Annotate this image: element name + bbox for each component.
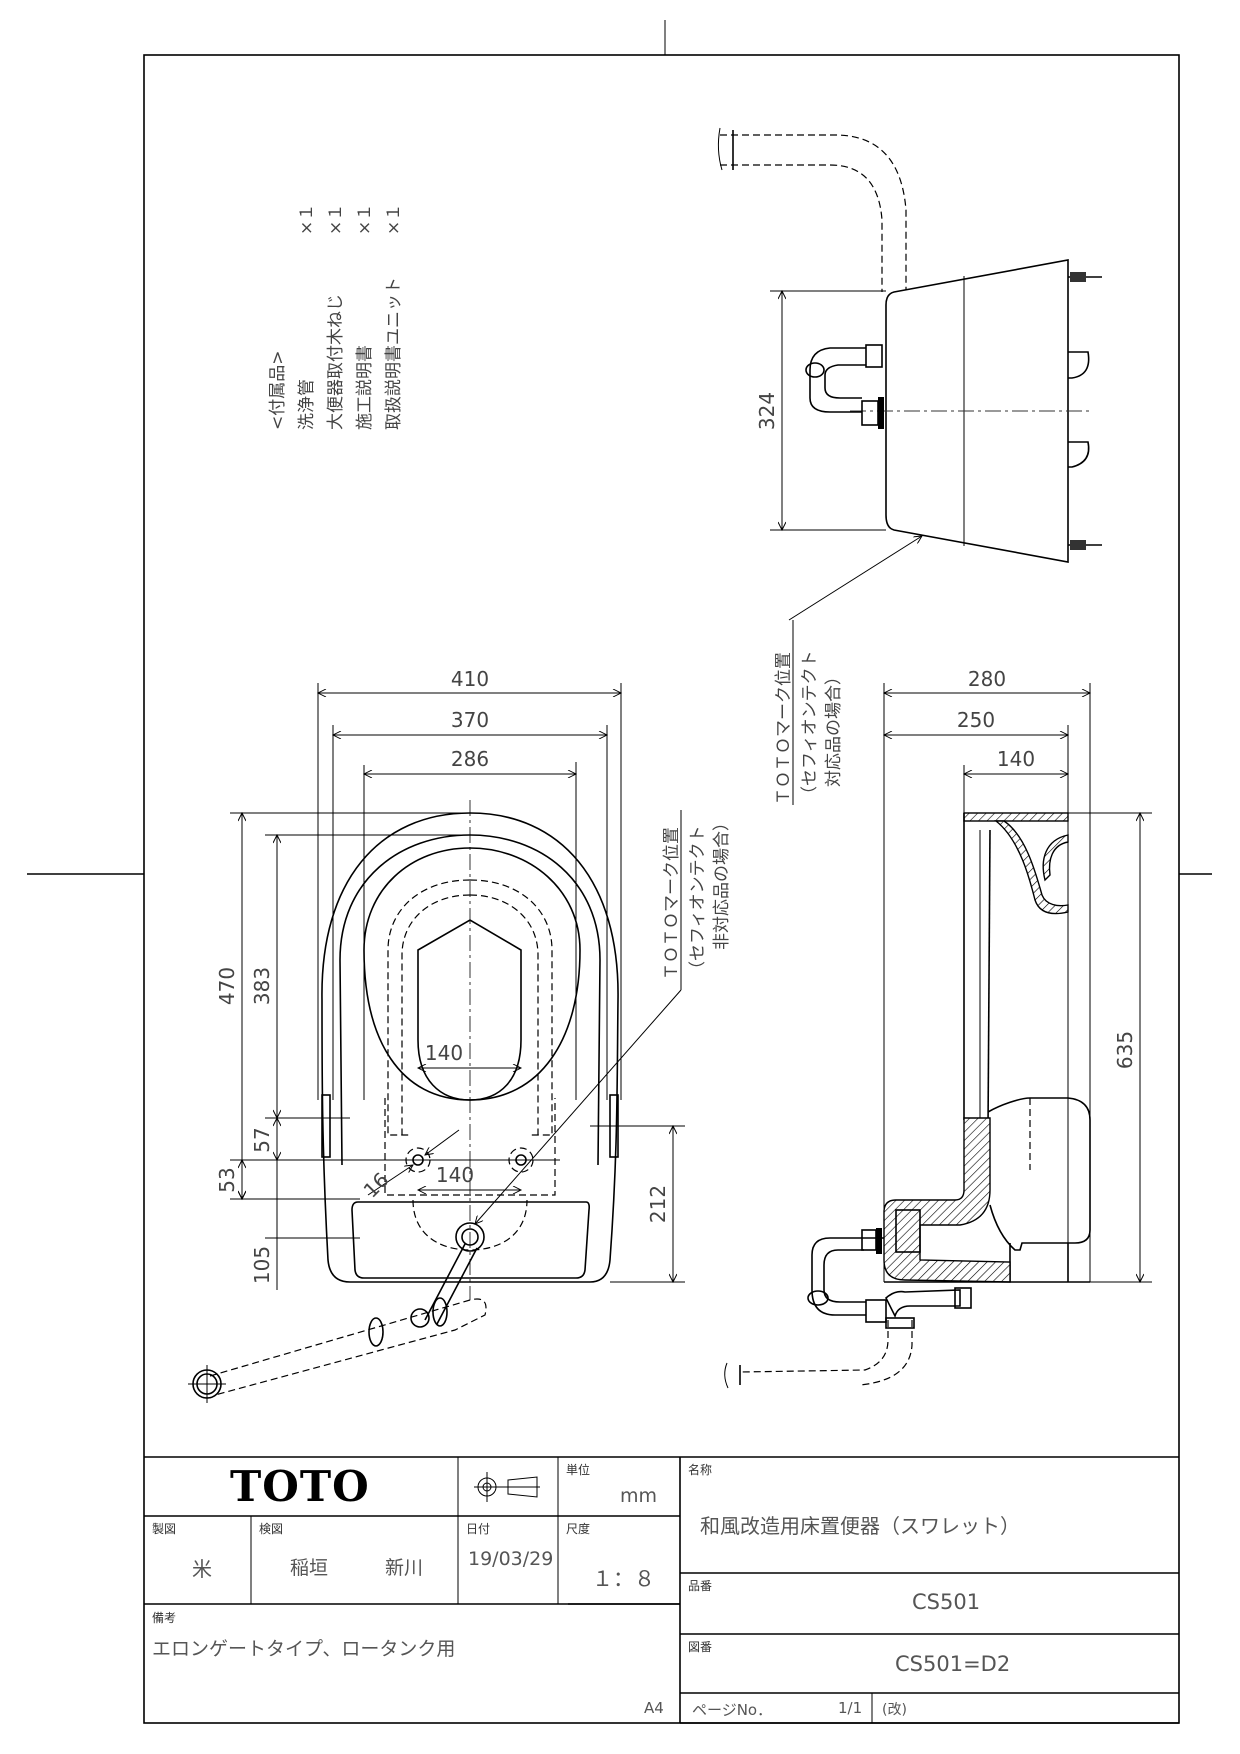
accessory-heading: <付属品> — [268, 351, 288, 431]
accessory-item: 施工説明書 — [355, 345, 375, 430]
dim-410: 410 — [451, 667, 489, 691]
title-block-frame — [144, 1456, 1179, 1724]
dim-470: 470 — [215, 967, 239, 1005]
dim-280: 280 — [968, 667, 1006, 691]
dim-105: 105 — [250, 1246, 274, 1284]
side-mark-note: ＴＯＴＯマーク位置 （セフィオンテクト 対応品の場合） — [774, 620, 844, 805]
page-value: 1/1 — [838, 1699, 863, 1717]
drawing-frame — [27, 20, 1212, 1724]
side-view: ＴＯＴＯマーク位置 （セフィオンテクト 対応品の場合） 280 250 140 … — [724, 620, 1152, 1389]
checker-value-2: 新川 — [385, 1557, 424, 1579]
accessory-qty: ×１ — [355, 204, 375, 235]
checker-value-1: 稲垣 — [290, 1557, 329, 1579]
dim-57: 57 — [250, 1127, 274, 1152]
dim-bowl-140: 140 — [425, 1041, 463, 1065]
dim-324: 324 — [755, 392, 779, 430]
accessory-list: <付属品> 洗浄管 大便器取付木ねじ 施工説明書 取扱説明書ユニット ×１ ×１… — [268, 204, 404, 430]
dim-250: 250 — [957, 708, 995, 732]
revision-label: (改) — [882, 1702, 907, 1718]
date-value: 19/03/29 — [468, 1548, 554, 1570]
product-name: 和風改造用床置便器（スワレット） — [700, 1514, 1020, 1538]
mark-note-line2: （セフィオンテクト — [800, 650, 820, 803]
dim-212: 212 — [646, 1185, 670, 1223]
mark-note-line2: （セフィオンテクト — [688, 825, 708, 978]
date-label: 日付 — [466, 1522, 491, 1536]
accessory-qty: ×１ — [384, 204, 404, 235]
name-label: 名称 — [688, 1463, 713, 1477]
tank-view: 324 — [717, 127, 1102, 621]
scale-label: 尺度 — [566, 1522, 591, 1536]
unit-label: 単位 — [566, 1463, 591, 1477]
drawing-no-label: 図番 — [688, 1640, 713, 1654]
dim-383: 383 — [250, 967, 274, 1005]
dim-635: 635 — [1113, 1031, 1137, 1069]
dim-16: 16 — [359, 1168, 394, 1203]
product-no-label: 品番 — [688, 1579, 713, 1593]
page-label: ページNo． — [692, 1701, 773, 1719]
remarks-value: エロンゲートタイプ、ロータンク用 — [152, 1638, 456, 1660]
checker-label: 検図 — [259, 1522, 284, 1536]
dim-286: 286 — [451, 747, 489, 771]
accessory-item: 洗浄管 — [297, 379, 317, 430]
unit-value: mm — [620, 1485, 658, 1507]
third-angle-projection-icon — [474, 1472, 540, 1502]
accessory-item: 大便器取付木ねじ — [326, 294, 346, 430]
plan-view: 410 370 286 — [188, 667, 685, 1403]
accessory-item: 取扱説明書ユニット — [384, 277, 404, 430]
paper-size: A4 — [644, 1699, 664, 1717]
drawing-no-value: CS501=D2 — [895, 1652, 1011, 1676]
remarks-label: 備考 — [152, 1611, 177, 1625]
mark-note-line1: ＴＯＴＯマーク位置 — [662, 827, 682, 980]
dim-side-140: 140 — [997, 747, 1035, 771]
drafter-label: 製図 — [152, 1522, 177, 1536]
dim-370: 370 — [451, 708, 489, 732]
mark-note-line3: 対応品の場合） — [824, 668, 844, 787]
accessory-qty: ×１ — [326, 204, 346, 235]
drafter-value: 米 — [192, 1557, 212, 1581]
brand-logo: TOTO — [230, 1462, 370, 1511]
plan-mark-note: ＴＯＴＯマーク位置 （セフィオンテクト 非対応品の場合） — [475, 810, 732, 1224]
mark-note-line1: ＴＯＴＯマーク位置 — [774, 652, 794, 805]
mark-note-line3: 非対応品の場合） — [712, 814, 732, 950]
accessory-qty: ×１ — [297, 204, 317, 235]
scale-value: １：８ — [592, 1567, 655, 1591]
dim-bolt-140: 140 — [436, 1163, 474, 1187]
dim-53: 53 — [215, 1167, 239, 1192]
product-no-value: CS501 — [912, 1590, 981, 1614]
